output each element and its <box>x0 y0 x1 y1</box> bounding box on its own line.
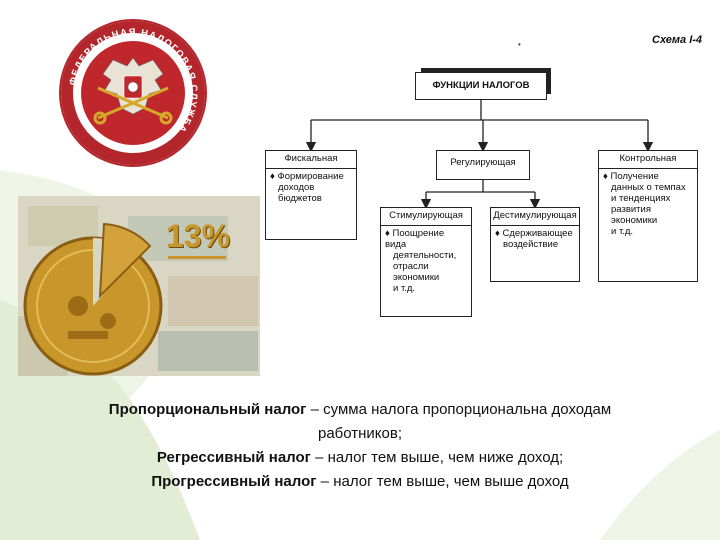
control-item-line: экономики <box>611 214 658 226</box>
control-title: Контрольная <box>599 151 697 169</box>
definition-progressive: – налог тем выше, чем выше доход <box>316 473 569 490</box>
control-item-line: ♦ Получение <box>603 170 659 182</box>
term-proportional: Пропорциональный налог <box>108 401 307 418</box>
caption-line-proportional: Пропорциональный налог – сумма налога пр… <box>0 398 720 422</box>
stimulating-item-line: деятельности, <box>393 249 457 261</box>
stimulating-item-line: и т.д. <box>393 282 416 294</box>
stimulating-item-line: отрасли <box>393 260 429 272</box>
caption-line-regressive: Регрессивный налог – налог тем выше, чем… <box>0 446 720 470</box>
destimulating-function-box: Дестимулирующая ♦ Сдерживающее воздейств… <box>490 207 580 282</box>
stimulating-title: Стимулирующая <box>381 208 471 226</box>
definition-regressive: – налог тем выше, чем ниже доход; <box>310 449 564 466</box>
control-item-line: и тенденциях <box>611 192 671 204</box>
fns-emblem-logo: ФЕДЕРАЛЬНАЯ НАЛОГОВАЯ СЛУЖБА <box>59 19 207 167</box>
percent-label: 13% <box>166 218 231 254</box>
term-regressive: Регрессивный налог <box>156 449 311 466</box>
tax-types-caption: Пропорциональный налог – сумма налога пр… <box>0 398 720 494</box>
fiscal-title: Фискальная <box>266 151 356 169</box>
control-item-line: развития <box>611 203 651 215</box>
root-title: ФУНКЦИИ НАЛОГОВ <box>432 80 530 91</box>
root-box-tax-functions: ФУНКЦИИ НАЛОГОВ <box>415 68 551 100</box>
percent-underline <box>168 256 226 259</box>
fiscal-item-line: ♦ Формирование <box>270 170 344 182</box>
control-item-line: данных о темпах <box>611 181 686 193</box>
regulating-title: Регулирующая <box>450 157 516 168</box>
destimulating-item-line: воздействие <box>503 238 559 250</box>
decorative-dot: • <box>518 40 521 49</box>
fiscal-item-line: бюджетов <box>278 192 322 204</box>
stimulating-function-box: Стимулирующая ♦ Поощрение вида деятельно… <box>380 207 472 317</box>
destimulating-title: Дестимулирующая <box>491 208 579 226</box>
scheme-label: Схема I-4 <box>652 34 703 46</box>
fiscal-item-line: доходов <box>278 181 315 193</box>
money-coin-collage: 13% <box>18 196 260 376</box>
definition-proportional: – сумма налога пропорциональна доходам <box>306 401 612 418</box>
caption-line-progressive: Прогрессивный налог – налог тем выше, че… <box>0 470 720 494</box>
stimulating-item-line: экономики <box>393 271 440 283</box>
fiscal-function-box: Фискальная ♦ Формирование доходов бюджет… <box>265 150 357 240</box>
regulating-function-box: Регулирующая <box>436 150 530 180</box>
destimulating-item-line: ♦ Сдерживающее <box>495 227 573 239</box>
stimulating-item-line: ♦ Поощрение вида <box>385 227 445 250</box>
control-item-line: и т.д. <box>611 225 634 237</box>
caption-line-workers: работников; <box>317 425 403 442</box>
control-function-box: Контрольная ♦ Получение данных о темпах … <box>598 150 698 282</box>
term-progressive: Прогрессивный налог <box>151 473 317 490</box>
